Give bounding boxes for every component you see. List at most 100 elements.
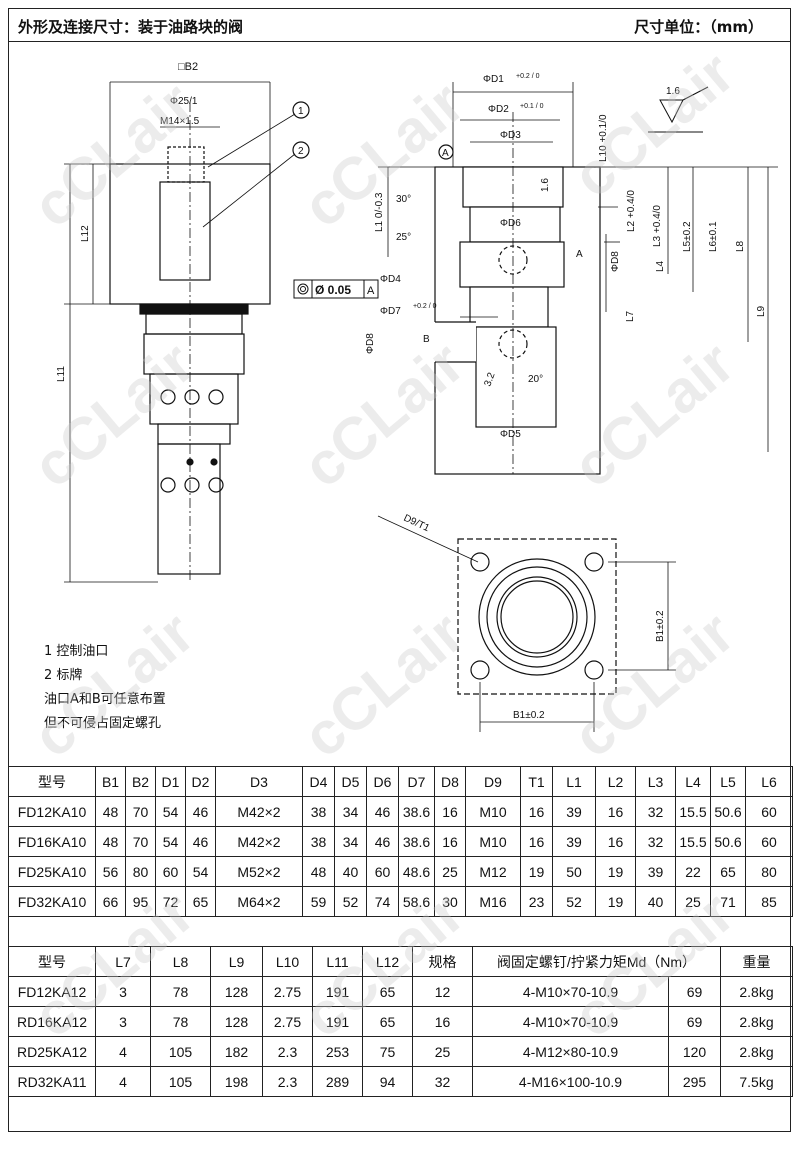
column-header: L4 — [675, 766, 711, 797]
datum-a-marker: A — [442, 148, 449, 159]
label-d6: ΦD6 — [500, 218, 521, 229]
column-header: B2 — [125, 766, 156, 797]
label-l3: L3 +0.4/0 — [652, 205, 663, 247]
column-header: L11 — [312, 946, 363, 977]
note-control-port: 1 控制油口 — [44, 644, 109, 659]
table-cell: M64×2 — [215, 886, 303, 917]
column-header: D2 — [185, 766, 216, 797]
column-header: L9 — [210, 946, 263, 977]
label-d4: ΦD4 — [380, 274, 401, 285]
label-roughness-3-2: 3.2 — [482, 371, 497, 388]
table-cell: 46 — [185, 796, 216, 827]
table-cell: 65 — [362, 1006, 413, 1037]
table-cell: 16 — [595, 826, 636, 857]
table-cell: 70 — [125, 826, 156, 857]
label-l8: L8 — [735, 240, 746, 252]
table-cell: 128 — [210, 976, 263, 1007]
table-cell: RD25KA12 — [8, 1036, 96, 1067]
table-cell: 198 — [210, 1066, 263, 1097]
table-cell: 60 — [745, 826, 793, 857]
note-port-arrangement: 油口A和B可任意布置 — [44, 692, 166, 707]
port-face-view — [377, 515, 676, 732]
label-phi25: Φ25/1 — [170, 96, 198, 107]
table-cell: 289 — [312, 1066, 363, 1097]
table-cell: 50 — [552, 856, 596, 887]
table-cell: 182 — [210, 1036, 263, 1067]
table-cell: 74 — [366, 886, 399, 917]
table-cell: 40 — [334, 856, 367, 887]
column-header: L1 — [552, 766, 596, 797]
table-cell: 15.5 — [675, 826, 711, 857]
table-cell: 39 — [552, 826, 596, 857]
column-header: 重量 — [720, 946, 793, 977]
label-l4: L4 — [655, 260, 666, 272]
table-cell: 30 — [434, 886, 466, 917]
table-cell: 2.3 — [262, 1066, 313, 1097]
page-title: 外形及连接尺寸：装于油路块的阀 — [18, 18, 244, 36]
table-cell: 191 — [312, 976, 363, 1007]
table-cell: 4 — [95, 1066, 151, 1097]
label-d3: ΦD3 — [500, 130, 521, 141]
table-cell: 25 — [675, 886, 711, 917]
table-cell: 39 — [552, 796, 596, 827]
table-cell: 16 — [412, 1006, 473, 1037]
label-d1: ΦD1 — [483, 74, 504, 85]
column-header: D4 — [302, 766, 335, 797]
callout-2: 2 — [298, 146, 304, 157]
table-cell: 2.8kg — [720, 1036, 793, 1067]
table-cell: 105 — [150, 1066, 211, 1097]
table-cell: 4-M16×100-10.9 — [472, 1066, 669, 1097]
port-a-label: A — [576, 249, 583, 260]
label-b1-vertical: B1±0.2 — [655, 610, 666, 642]
table-cell: 48 — [302, 856, 335, 887]
label-l7: L7 — [625, 310, 636, 322]
table-cell: 16 — [520, 796, 553, 827]
table-cell: 7.5kg — [720, 1066, 793, 1097]
label-b1-horizontal: B1±0.2 — [513, 710, 545, 721]
table-cell: 40 — [635, 886, 676, 917]
table-cell: 50.6 — [710, 796, 746, 827]
table-cell: 46 — [366, 796, 399, 827]
column-header: L2 — [595, 766, 636, 797]
table-cell: 69 — [668, 976, 721, 1007]
table-cell: 65 — [362, 976, 413, 1007]
label-roughness-1-6-bore: 1.6 — [540, 178, 551, 192]
table-cell: 191 — [312, 1006, 363, 1037]
column-header: D6 — [366, 766, 399, 797]
table-cell: FD16KA10 — [8, 826, 96, 857]
table-cell: 22 — [675, 856, 711, 887]
column-header: D3 — [215, 766, 303, 797]
table-cell: 46 — [366, 826, 399, 857]
table-cell: 4-M12×80-10.9 — [472, 1036, 669, 1067]
drawing-notes: 1 控制油口 2 标牌 油口A和B可任意布置 但不可侵占固定螺孔 — [44, 640, 166, 736]
table-cell: 15.5 — [675, 796, 711, 827]
column-header: L8 — [150, 946, 211, 977]
label-angle-20: 20° — [528, 374, 543, 385]
label-angle-25: 25° — [396, 232, 411, 243]
table-cell: 48 — [95, 796, 126, 827]
table-cell: 59 — [302, 886, 335, 917]
table-cell: 2.75 — [262, 976, 313, 1007]
table-cell: 3 — [95, 976, 151, 1007]
table-cell: M16 — [465, 886, 521, 917]
table-cell: 65 — [185, 886, 216, 917]
column-header: L3 — [635, 766, 676, 797]
port-b-label: B — [423, 334, 430, 345]
table-cell: 69 — [668, 1006, 721, 1037]
table-cell: 85 — [745, 886, 793, 917]
column-header: D9 — [465, 766, 521, 797]
table-cell: 19 — [520, 856, 553, 887]
label-d2: ΦD2 — [488, 104, 509, 115]
label-d8-left: ΦD8 — [365, 333, 376, 354]
table-cell: 46 — [185, 826, 216, 857]
table-cell: 2.8kg — [720, 976, 793, 1007]
table-cell: 19 — [595, 856, 636, 887]
table-cell: 4 — [95, 1036, 151, 1067]
table-cell: 4-M10×70-10.9 — [472, 976, 669, 1007]
